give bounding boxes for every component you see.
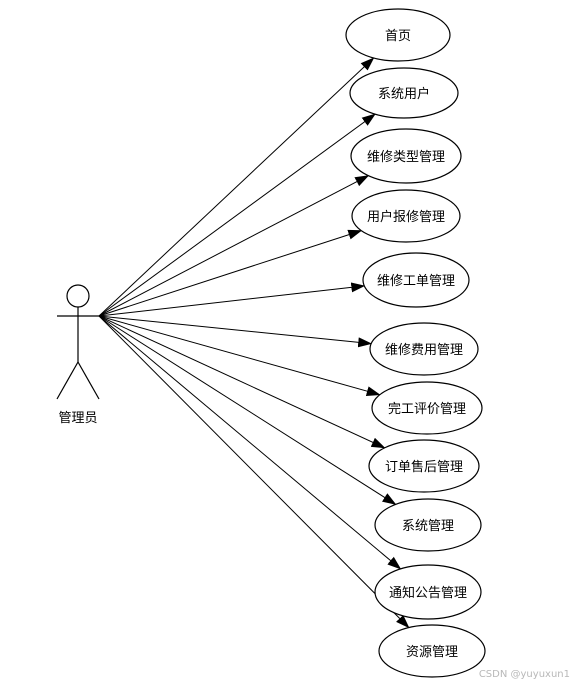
use-case-ellipse <box>345 8 451 62</box>
association-arrow <box>98 113 376 317</box>
association-arrow <box>98 282 366 317</box>
use-case-label: 维修工单管理 <box>377 274 455 289</box>
association-arrow <box>98 57 375 317</box>
use-case[interactable]: 系统管理 <box>374 498 482 552</box>
association-arrow <box>98 175 370 317</box>
association-arrow <box>98 315 386 449</box>
use-case[interactable]: 维修工单管理 <box>362 252 470 308</box>
association-arrow <box>98 315 373 348</box>
use-case-label: 资源管理 <box>406 645 458 660</box>
association-lines <box>98 57 410 629</box>
use-case-ellipse <box>371 381 483 435</box>
use-case-ellipse <box>374 498 482 552</box>
use-case-label: 用户报修管理 <box>367 209 445 225</box>
use-case-group: 首页系统用户维修类型管理用户报修管理维修工单管理维修费用管理完工评价管理订单售后… <box>345 8 486 678</box>
use-case-ellipse <box>374 564 482 620</box>
association-arrow <box>98 229 363 317</box>
use-case-ellipse <box>351 189 461 243</box>
use-case-label: 维修类型管理 <box>367 150 445 165</box>
use-case[interactable]: 维修费用管理 <box>369 322 479 376</box>
use-case-label: 订单售后管理 <box>385 459 463 475</box>
association-arrow <box>98 315 381 397</box>
use-case-ellipse <box>369 322 479 376</box>
use-case-ellipse <box>350 128 462 184</box>
association-arrow <box>98 315 397 505</box>
use-case-ellipse <box>362 252 470 308</box>
use-case[interactable]: 通知公告管理 <box>374 564 482 620</box>
use-case[interactable]: 用户报修管理 <box>351 189 461 243</box>
actor-admin[interactable]: 管理员 <box>56 284 100 426</box>
use-case-label: 通知公告管理 <box>389 585 467 601</box>
use-case-label: 完工评价管理 <box>388 402 466 417</box>
actor-label: 管理员 <box>58 411 97 426</box>
use-case-ellipse <box>378 624 486 678</box>
watermark: CSDN @yuyuxun1 <box>478 669 570 680</box>
use-case-ellipse <box>368 439 480 493</box>
use-case-label: 系统管理 <box>402 519 454 534</box>
association-arrow <box>98 315 402 570</box>
actor-left-leg <box>56 361 79 400</box>
use-case[interactable]: 维修类型管理 <box>350 128 462 184</box>
use-case[interactable]: 系统用户 <box>349 67 459 119</box>
use-case[interactable]: 首页 <box>345 8 451 62</box>
actor-right-leg <box>77 361 100 400</box>
use-case[interactable]: 完工评价管理 <box>371 381 483 435</box>
actor-head <box>66 284 90 308</box>
use-case[interactable]: 资源管理 <box>378 624 486 678</box>
use-case-label: 首页 <box>385 29 411 44</box>
use-case-ellipse <box>349 67 459 119</box>
use-case[interactable]: 订单售后管理 <box>368 439 480 493</box>
use-case-label: 维修费用管理 <box>385 343 463 358</box>
association-arrow <box>98 315 410 629</box>
use-case-label: 系统用户 <box>378 86 430 102</box>
